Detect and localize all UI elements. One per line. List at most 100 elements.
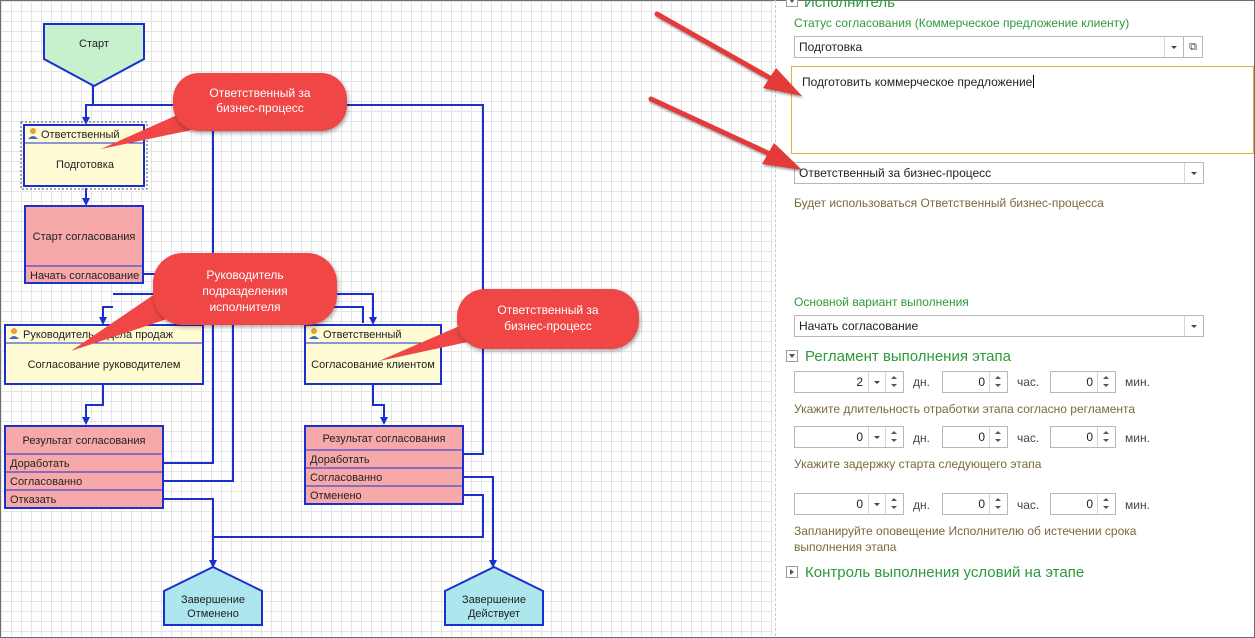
connector-right-approved-end [463, 476, 497, 568]
end-active-line1: Завершение [462, 594, 526, 606]
chevron-down-icon[interactable] [868, 494, 885, 514]
unit-hours: час. [1017, 498, 1040, 512]
prep-node[interactable]: Ответственный Подготовка [20, 121, 148, 190]
end-cancelled-line2: Отменено [187, 608, 239, 620]
main-option-label: Основной вариант выполнения [794, 295, 969, 309]
duration-hint: Укажите длительность отработки этапа сог… [794, 402, 1136, 416]
spinner-icon[interactable] [885, 427, 903, 447]
unit-minutes: мин. [1125, 375, 1150, 389]
client-approval-node[interactable]: Ответственный Согласование клиентом [304, 324, 442, 385]
start-node[interactable]: Старт [43, 23, 145, 88]
duration-minutes-field[interactable]: 0 [1050, 371, 1116, 393]
delay-days-field[interactable]: 0 [794, 426, 904, 448]
callout-2-line1: Руководитель [206, 268, 283, 282]
start-approval-footer: Начать согласование [30, 270, 139, 282]
spinner-icon[interactable] [885, 372, 903, 392]
delay-minutes-field[interactable]: 0 [1050, 426, 1116, 448]
notify-hours-field[interactable]: 0 [942, 493, 1008, 515]
panel-divider[interactable] [775, 0, 776, 636]
section-control-title[interactable]: Контроль выполнения условий на этапе [805, 564, 1085, 581]
callout-3-line2: бизнес-процесс [504, 319, 592, 333]
connector-start-prep [82, 86, 94, 125]
duration-days-field[interactable]: 2 [794, 371, 904, 393]
spinner-icon[interactable] [989, 427, 1007, 447]
connector-fork-mgr-stub [102, 306, 113, 323]
notify-minutes-field[interactable]: 0 [1050, 493, 1116, 515]
unit-days: дн. [913, 431, 930, 445]
end-cancelled-node[interactable]: Завершение Отменено [163, 565, 263, 626]
properties-panel: Исполнитель Статус согласования (Коммерч… [777, 0, 1254, 636]
status-label: Статус согласования (Коммерческое предло… [794, 16, 1130, 30]
spinner-icon[interactable] [989, 372, 1007, 392]
unit-minutes: мин. [1125, 498, 1150, 512]
unit-days: дн. [913, 498, 930, 512]
chevron-down-icon[interactable] [868, 427, 885, 447]
delay-hint: Укажите задержку старта следующего этапа [794, 457, 1042, 471]
section-regulation-title[interactable]: Регламент выполнения этапа [805, 348, 1011, 365]
connector-left-refuse-end [163, 498, 217, 568]
chevron-down-icon[interactable] [1164, 37, 1183, 57]
chevron-down-icon[interactable] [1184, 316, 1203, 336]
executor-value: Ответственный за бизнес-процесс [799, 166, 992, 180]
callout-2-line3: исполнителя [209, 300, 280, 314]
unit-hours: час. [1017, 375, 1040, 389]
result-left-refused: Отказать [10, 494, 57, 506]
callout-1-line1: Ответственный за [209, 86, 311, 100]
spinner-icon[interactable] [1097, 372, 1115, 392]
result-left-rework: Доработать [10, 458, 70, 470]
spinner-icon[interactable] [885, 494, 903, 514]
regulation-section-toggle[interactable] [786, 350, 798, 362]
delay-hours-field[interactable]: 0 [942, 426, 1008, 448]
result-right-rework: Доработать [310, 454, 370, 466]
result-right-cancelled: Отменено [310, 490, 362, 502]
task-text-area[interactable]: Подготовить коммерческое предложение [791, 66, 1254, 154]
start-approval-node[interactable]: Старт согласования Начать согласование [24, 205, 144, 284]
spinner-icon[interactable] [1097, 427, 1115, 447]
result-right-title: Результат согласования [323, 433, 446, 445]
start-approval-body: Старт согласования [33, 231, 136, 243]
client-body: Согласование клиентом [311, 359, 435, 371]
control-section-toggle[interactable] [786, 566, 798, 578]
result-right-approved: Согласованно [310, 472, 382, 484]
notify-hours-value: 0 [978, 497, 985, 511]
delay-days-value: 0 [856, 430, 863, 444]
executor-section-toggle[interactable] [786, 0, 798, 7]
process-diagram: Старт Ответственный Подготовка Старт сог… [4, 23, 639, 626]
manager-body: Согласование руководителем [28, 359, 181, 371]
open-icon[interactable]: ⧉ [1183, 36, 1203, 58]
duration-days-value: 2 [856, 375, 863, 389]
callout-3-line1: Ответственный за [497, 303, 599, 317]
result-left-node[interactable]: Результат согласования Доработать Соглас… [4, 425, 164, 509]
delay-minutes-value: 0 [1086, 430, 1093, 444]
unit-days: дн. [913, 375, 930, 389]
process-diagram-canvas[interactable]: Старт Ответственный Подготовка Старт сог… [1, 1, 773, 636]
duration-hours-value: 0 [978, 375, 985, 389]
main-option-select[interactable]: Начать согласование [794, 315, 1204, 337]
status-select[interactable]: Подготовка [794, 36, 1184, 58]
connector-client-result [372, 384, 388, 425]
executor-select[interactable]: Ответственный за бизнес-процесс [794, 162, 1204, 184]
spinner-icon[interactable] [989, 494, 1007, 514]
task-text: Подготовить коммерческое предложение [802, 75, 1033, 89]
connector-left-rework-loop [163, 105, 214, 464]
user-icon [9, 328, 19, 339]
spinner-icon[interactable] [1097, 494, 1115, 514]
result-left-approved: Согласованно [10, 476, 82, 488]
callout-responsible-2: Ответственный за бизнес-процесс [379, 289, 639, 361]
section-executor-title[interactable]: Исполнитель [804, 0, 895, 11]
text-caret [1033, 75, 1035, 88]
chevron-down-icon[interactable] [868, 372, 885, 392]
start-label: Старт [79, 38, 109, 50]
user-icon [28, 128, 38, 139]
prep-body: Подготовка [56, 159, 115, 171]
notify-days-field[interactable]: 0 [794, 493, 904, 515]
user-icon [309, 328, 319, 339]
notify-hint-line2: выполнения этапа [794, 540, 897, 554]
end-cancelled-line1: Завершение [181, 594, 245, 606]
duration-hours-field[interactable]: 0 [942, 371, 1008, 393]
chevron-down-icon[interactable] [1184, 163, 1203, 183]
end-active-node[interactable]: Завершение Действует [444, 565, 544, 626]
end-active-line2: Действует [468, 608, 520, 620]
result-right-node[interactable]: Результат согласования Доработать Соглас… [304, 425, 464, 505]
main-option-value: Начать согласование [799, 319, 919, 333]
